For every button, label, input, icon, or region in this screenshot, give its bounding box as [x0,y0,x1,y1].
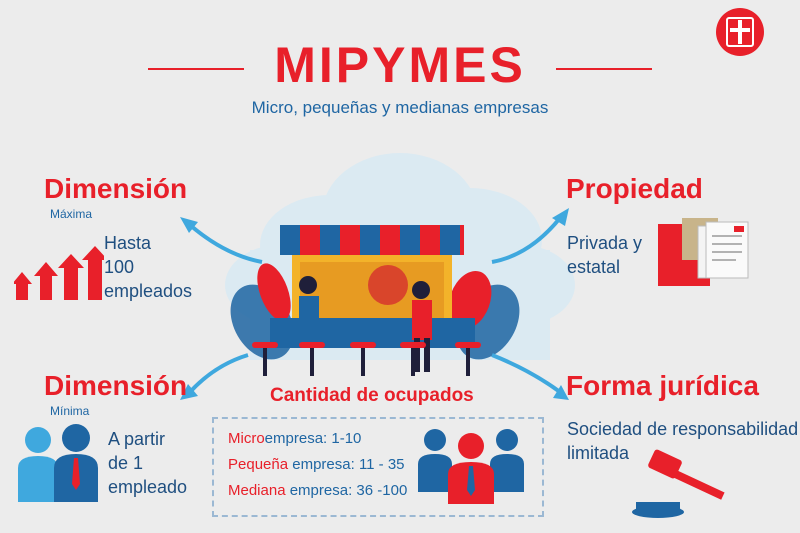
row-prefix: Mediana [228,482,286,499]
propiedad-line1: Privada y [567,233,643,253]
dimension-min-heading: Dimensión [44,370,188,401]
documents-icon [658,218,749,286]
dimension-min-line1: A partir [108,429,166,449]
logo-icon [716,8,764,56]
dimension-max-line1: Hasta [104,233,152,253]
title-rule-right [556,68,652,70]
row-range: 36 -100 [356,482,408,499]
people-icon [18,424,98,502]
forma-juridica-line2: limitada [567,443,630,463]
dimension-max-heading: Dimensión [44,173,188,204]
page-title: MIPYMES [274,37,526,93]
forma-juridica-heading: Forma jurídica [566,370,759,401]
dimension-max-qualifier: Máxima [50,207,93,221]
dimension-max-line2: 100 [104,257,135,277]
cantidad-heading: Cantidad de ocupados [270,385,474,406]
gavel-icon [632,449,725,518]
row-range: 1-10 [331,430,362,447]
forma-juridica-line1: Sociedad de responsabilidad [567,419,799,439]
cantidad-box [212,417,544,517]
row-range: 11 - 35 [358,456,405,473]
dimension-min-qualifier: Mínima [50,404,90,418]
row-label: empresa: [285,482,353,499]
row-label: empresa: [288,456,355,473]
dimension-min-line2: de 1 [108,453,144,473]
list-item: Pequeña empresa: 11 - 35 [228,456,405,473]
propiedad-line2: estatal [567,257,621,277]
list-item: Mediana empresa: 36 -100 [228,482,407,499]
row-prefix: Micro [228,430,265,447]
workers-icon [418,429,524,504]
arrows-up-icon [14,246,104,300]
list-item: Microempresa: 1-10 [228,430,361,447]
dimension-max-line3: empleados [104,281,193,301]
row-label: empresa: [264,430,328,447]
dimension-min-line3: empleado [108,477,188,497]
page-subtitle: Micro, pequeñas y medianas empresas [251,98,549,117]
title-rule-left [148,68,244,70]
propiedad-heading: Propiedad [566,173,703,204]
row-prefix: Pequeña [228,456,289,473]
